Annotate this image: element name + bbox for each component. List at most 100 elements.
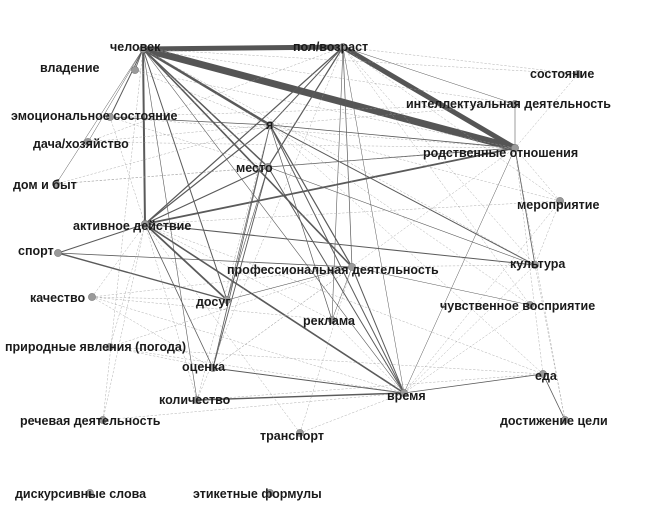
- edge-aktiv-dosug: [144, 223, 228, 301]
- edge-prof-chuvstv: [351, 266, 531, 306]
- edge-chelovek-ya: [141, 47, 272, 127]
- edge-prirod-prof: [109, 266, 353, 348]
- node-label-dacha: дача/хозяйство: [33, 137, 129, 151]
- edge-dostizh-rodstv: [514, 147, 566, 421]
- edge-chelovek-rodstv: [139, 45, 519, 152]
- edge-chelovek-dom: [55, 48, 144, 185]
- node-chelovek: человек: [110, 40, 161, 54]
- node-eda: еда: [535, 369, 558, 383]
- node-label-dom: дом и быт: [13, 178, 77, 192]
- edge-aktiv-vremya: [144, 223, 405, 394]
- edge-dostizh-kultura: [534, 264, 566, 421]
- node-dot-reklama: [328, 316, 336, 324]
- node-label-rech: речевая деятельность: [20, 414, 161, 428]
- node-aktiv: активное действие: [73, 219, 191, 233]
- node-label-prof: профессиональная деятельность: [227, 263, 439, 277]
- node-label-kultura: культура: [510, 257, 566, 271]
- edge-dosug-prof: [226, 266, 353, 301]
- edge-pol-rodstv: [340, 44, 518, 151]
- node-dacha: дача/хозяйство: [33, 137, 129, 151]
- edge-rodstv-ya: [269, 124, 516, 149]
- node-label-ya: я: [266, 118, 273, 132]
- edge-reklama-vremya: [331, 319, 405, 394]
- edge-ocenka-vremya: [212, 367, 405, 394]
- node-dot-prof: [348, 263, 356, 271]
- edge-aktiv-kultura: [144, 223, 536, 266]
- edge-chelovek-dosug: [142, 48, 228, 301]
- node-etiket: этикетные формулы: [193, 487, 322, 501]
- node-dot-kachestvo: [88, 293, 96, 301]
- node-dom: дом и быт: [13, 178, 77, 192]
- edge-kolich-vremya: [196, 392, 405, 401]
- edge-rech-vremya: [102, 392, 405, 421]
- node-emocion: эмоциональное состояние: [11, 109, 178, 123]
- edge-ya-prof: [269, 124, 353, 268]
- edge-pol-mesto: [267, 46, 344, 168]
- edge-kolich-ya: [196, 124, 271, 401]
- node-label-dostizh: достижение цели: [500, 414, 608, 428]
- node-dot-diskurs: [86, 489, 94, 497]
- edge-dom-ya: [55, 124, 271, 185]
- edge-rodstv-kultura: [514, 147, 536, 266]
- node-dot-emocion: [106, 113, 114, 121]
- edge-ya-ocenka: [212, 124, 271, 369]
- edge-mesto-vremya: [267, 166, 405, 394]
- node-label-emocion: эмоциональное состояние: [11, 109, 178, 123]
- node-label-kachestvo: качество: [30, 291, 86, 305]
- node-label-ocenka: оценка: [182, 360, 226, 374]
- node-label-chuvstv: чувственное восприятие: [440, 299, 595, 313]
- node-dot-vladenie: [131, 66, 139, 74]
- edge-meropr-kultura: [534, 200, 561, 266]
- node-dot-chelovek: [139, 45, 147, 53]
- edge-vremya-eda: [403, 373, 544, 394]
- edge-aktiv-ya: [144, 124, 271, 225]
- edge-kolich-aktiv: [144, 223, 198, 401]
- node-label-chelovek: человек: [110, 40, 161, 54]
- edge-sport-dosug: [57, 252, 228, 301]
- edge-aktiv-mesto: [144, 166, 269, 225]
- node-dot-aktiv: [141, 220, 149, 228]
- edge-prirod-ocenka: [109, 346, 214, 369]
- edge-kachestvo-prof: [91, 266, 353, 298]
- node-label-sostoyanie: состояние: [530, 67, 594, 81]
- edge-chelovek-pol: [140, 44, 346, 52]
- edge-meropr-vremya: [403, 200, 561, 394]
- node-dot-chuvstv: [526, 301, 534, 309]
- edge-sostoyanie-chelovek: [142, 48, 579, 75]
- edge-meropr-pol: [342, 46, 561, 202]
- edge-chuvstv-ya: [269, 124, 531, 306]
- node-label-etiket: этикетные формулы: [193, 487, 322, 501]
- node-label-vladenie: владение: [40, 61, 100, 75]
- node-label-pol: пол/возраст: [293, 40, 368, 54]
- edge-eda-ya: [269, 124, 544, 375]
- edge-transport-prof: [299, 266, 353, 434]
- edge-sostoyanie-pol: [342, 46, 579, 75]
- edge-rech-chelovek: [102, 48, 144, 421]
- edge-dacha-pol: [87, 46, 344, 143]
- edge-prof-vremya: [351, 266, 405, 394]
- edge-emocion-mesto: [109, 116, 269, 168]
- edge-pol-prof: [342, 46, 353, 268]
- node-dot-rodstv: [511, 144, 519, 152]
- node-label-diskurs: дискурсивные слова: [15, 487, 147, 501]
- node-dot-sostoyanie: [574, 70, 582, 78]
- edge-chelovek-emocion: [109, 48, 144, 118]
- edge-transport-vremya: [299, 392, 405, 434]
- node-dot-dacha: [84, 138, 92, 146]
- edge-prirod-eda: [109, 346, 544, 375]
- node-dot-dom: [52, 180, 60, 188]
- node-mesto: место: [236, 161, 273, 175]
- edge-mesto-ocenka: [212, 166, 269, 369]
- edge-dom-mesto: [55, 166, 269, 185]
- edge-kachestvo-dosug: [91, 296, 228, 301]
- node-dot-meropr: [556, 197, 564, 205]
- edge-vremya-kultura: [403, 264, 536, 394]
- node-label-transport: транспорт: [260, 429, 324, 443]
- edge-transport-aktiv: [144, 223, 301, 434]
- node-vladenie: владение: [40, 61, 139, 75]
- node-kachestvo: качество: [30, 291, 96, 305]
- node-dot-transport: [296, 429, 304, 437]
- node-dot-vremya: [400, 389, 408, 397]
- edge-sport-aktiv: [57, 223, 146, 254]
